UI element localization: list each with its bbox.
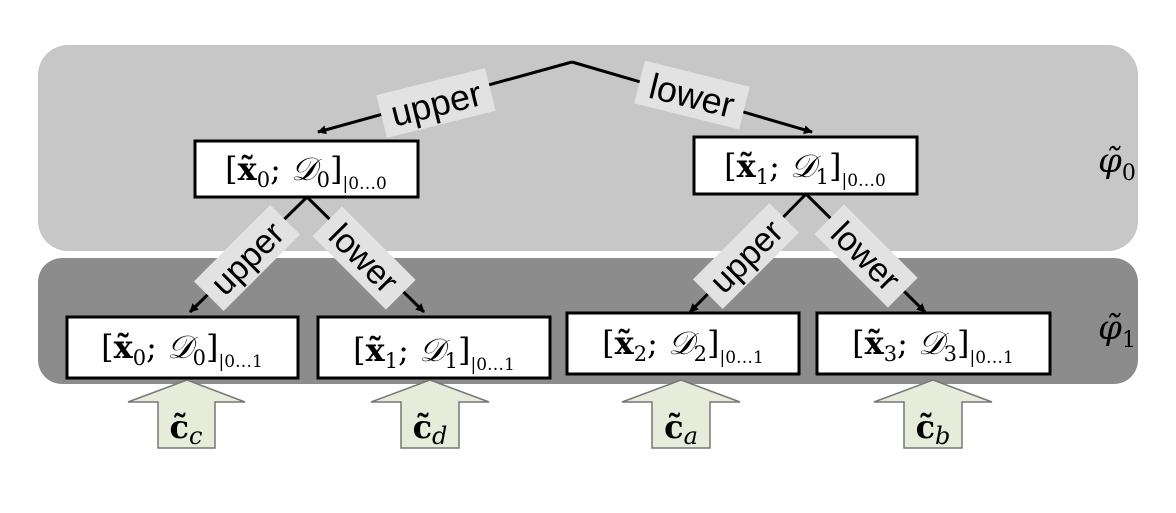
input-label: c̃d bbox=[413, 408, 448, 450]
input-label: c̃b bbox=[916, 408, 951, 450]
node-m1: [x̃1; 𝒟1]|0…1 bbox=[316, 315, 552, 380]
input-label: c̃a bbox=[664, 408, 698, 450]
level-label-bottom: φ̃1 bbox=[1098, 308, 1136, 353]
input-arrow-c3: c̃b bbox=[873, 379, 993, 450]
node-m3: [x̃3; 𝒟3]|0…1 bbox=[815, 311, 1052, 376]
level-band-top bbox=[38, 45, 1138, 251]
node-n0: [x̃0; 𝒟0]|0…0 bbox=[193, 139, 420, 199]
input-label: c̃c bbox=[170, 408, 203, 450]
node-m2: [x̃2; 𝒟2]|0…1 bbox=[565, 311, 801, 376]
level-label-top: φ̃0 bbox=[1098, 141, 1136, 186]
node-n1: [x̃1; 𝒟1]|0…0 bbox=[692, 135, 919, 196]
input-arrow-c1: c̃d bbox=[370, 379, 490, 450]
input-arrow-c2: c̃a bbox=[621, 379, 741, 450]
node-m0: [x̃0; 𝒟0]|0…1 bbox=[65, 315, 300, 380]
input-arrow-c0: c̃c bbox=[127, 379, 246, 450]
